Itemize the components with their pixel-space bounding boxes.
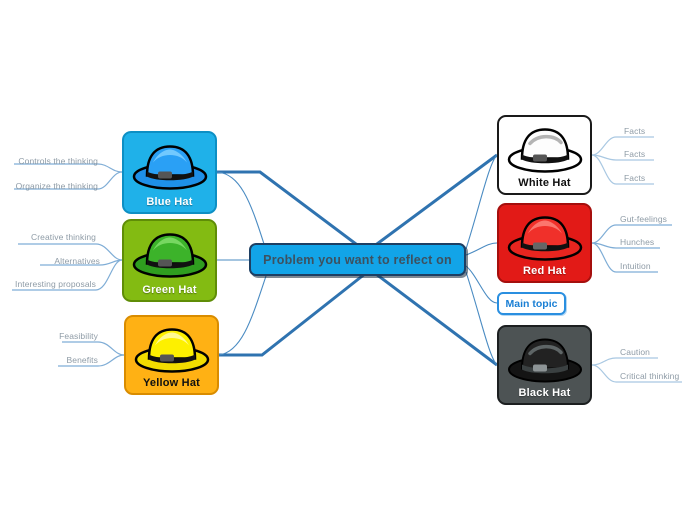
- node-black-hat-label: Black Hat: [518, 387, 571, 399]
- leaf-white-2[interactable]: Facts: [624, 173, 646, 183]
- leaf-yellow-1[interactable]: Benefits: [66, 355, 98, 365]
- node-white-hat[interactable]: White Hat: [497, 115, 592, 195]
- node-blue-hat-label: Blue Hat: [146, 196, 193, 208]
- fedora-hat-icon: [133, 323, 211, 380]
- leaf-white-0[interactable]: Facts: [624, 126, 646, 136]
- leaf-red-2[interactable]: Intuition: [620, 261, 651, 271]
- leaf-black-1[interactable]: Critical thinking: [620, 371, 680, 381]
- leaf-green-0[interactable]: Creative thinking: [30, 232, 96, 242]
- node-yellow-hat[interactable]: Yellow Hat: [124, 315, 219, 395]
- leaf-red-0[interactable]: Gut-feelings: [620, 214, 668, 224]
- node-red-hat[interactable]: Red Hat: [497, 203, 592, 283]
- leafedge-black-0: [591, 357, 658, 366]
- central-topic-label: Problem you want to reflect on: [263, 252, 452, 267]
- leaf-green-1[interactable]: Alternatives: [54, 256, 100, 266]
- leafedge-yellow-0: [62, 341, 125, 356]
- leaf-green-2[interactable]: Interesting proposals: [14, 279, 96, 289]
- fedora-hat-icon: [506, 123, 584, 180]
- edge-blue-thin: [216, 171, 265, 245]
- central-topic-node[interactable]: Problem you want to reflect on: [249, 243, 466, 276]
- fedora-hat-icon: [506, 211, 584, 268]
- edge-red: [465, 242, 498, 256]
- leaf-white-1[interactable]: Facts: [624, 149, 646, 159]
- fedora-hat-icon: [131, 141, 209, 198]
- node-green-hat[interactable]: Green Hat: [122, 219, 217, 302]
- edge-black-trunk: [359, 260, 498, 367]
- edge-main-topic: [465, 265, 498, 304]
- node-main-topic-label: Main topic: [505, 297, 558, 310]
- fedora-hat-icon: [131, 229, 209, 286]
- node-white-hat-label: White Hat: [518, 177, 571, 189]
- fedora-hat-icon: [506, 333, 584, 390]
- node-yellow-hat-label: Yellow Hat: [142, 377, 201, 389]
- edge-black-thin: [465, 271, 498, 366]
- node-main-topic[interactable]: Main topic: [497, 292, 566, 315]
- node-black-hat[interactable]: Black Hat: [497, 325, 592, 405]
- node-green-hat-label: Green Hat: [142, 284, 197, 296]
- leaf-blue-0[interactable]: Controls the thinking: [18, 156, 98, 166]
- leaf-black-0[interactable]: Caution: [620, 347, 650, 357]
- leaf-blue-1[interactable]: Organize the thinking: [15, 181, 98, 191]
- node-red-hat-label: Red Hat: [523, 265, 566, 277]
- edge-white-thin: [465, 154, 498, 250]
- edge-yellow-thin: [218, 275, 267, 356]
- node-blue-hat[interactable]: Blue Hat: [122, 131, 217, 214]
- leaf-red-1[interactable]: Hunches: [620, 237, 655, 247]
- leaf-yellow-0[interactable]: Feasibility: [59, 331, 98, 341]
